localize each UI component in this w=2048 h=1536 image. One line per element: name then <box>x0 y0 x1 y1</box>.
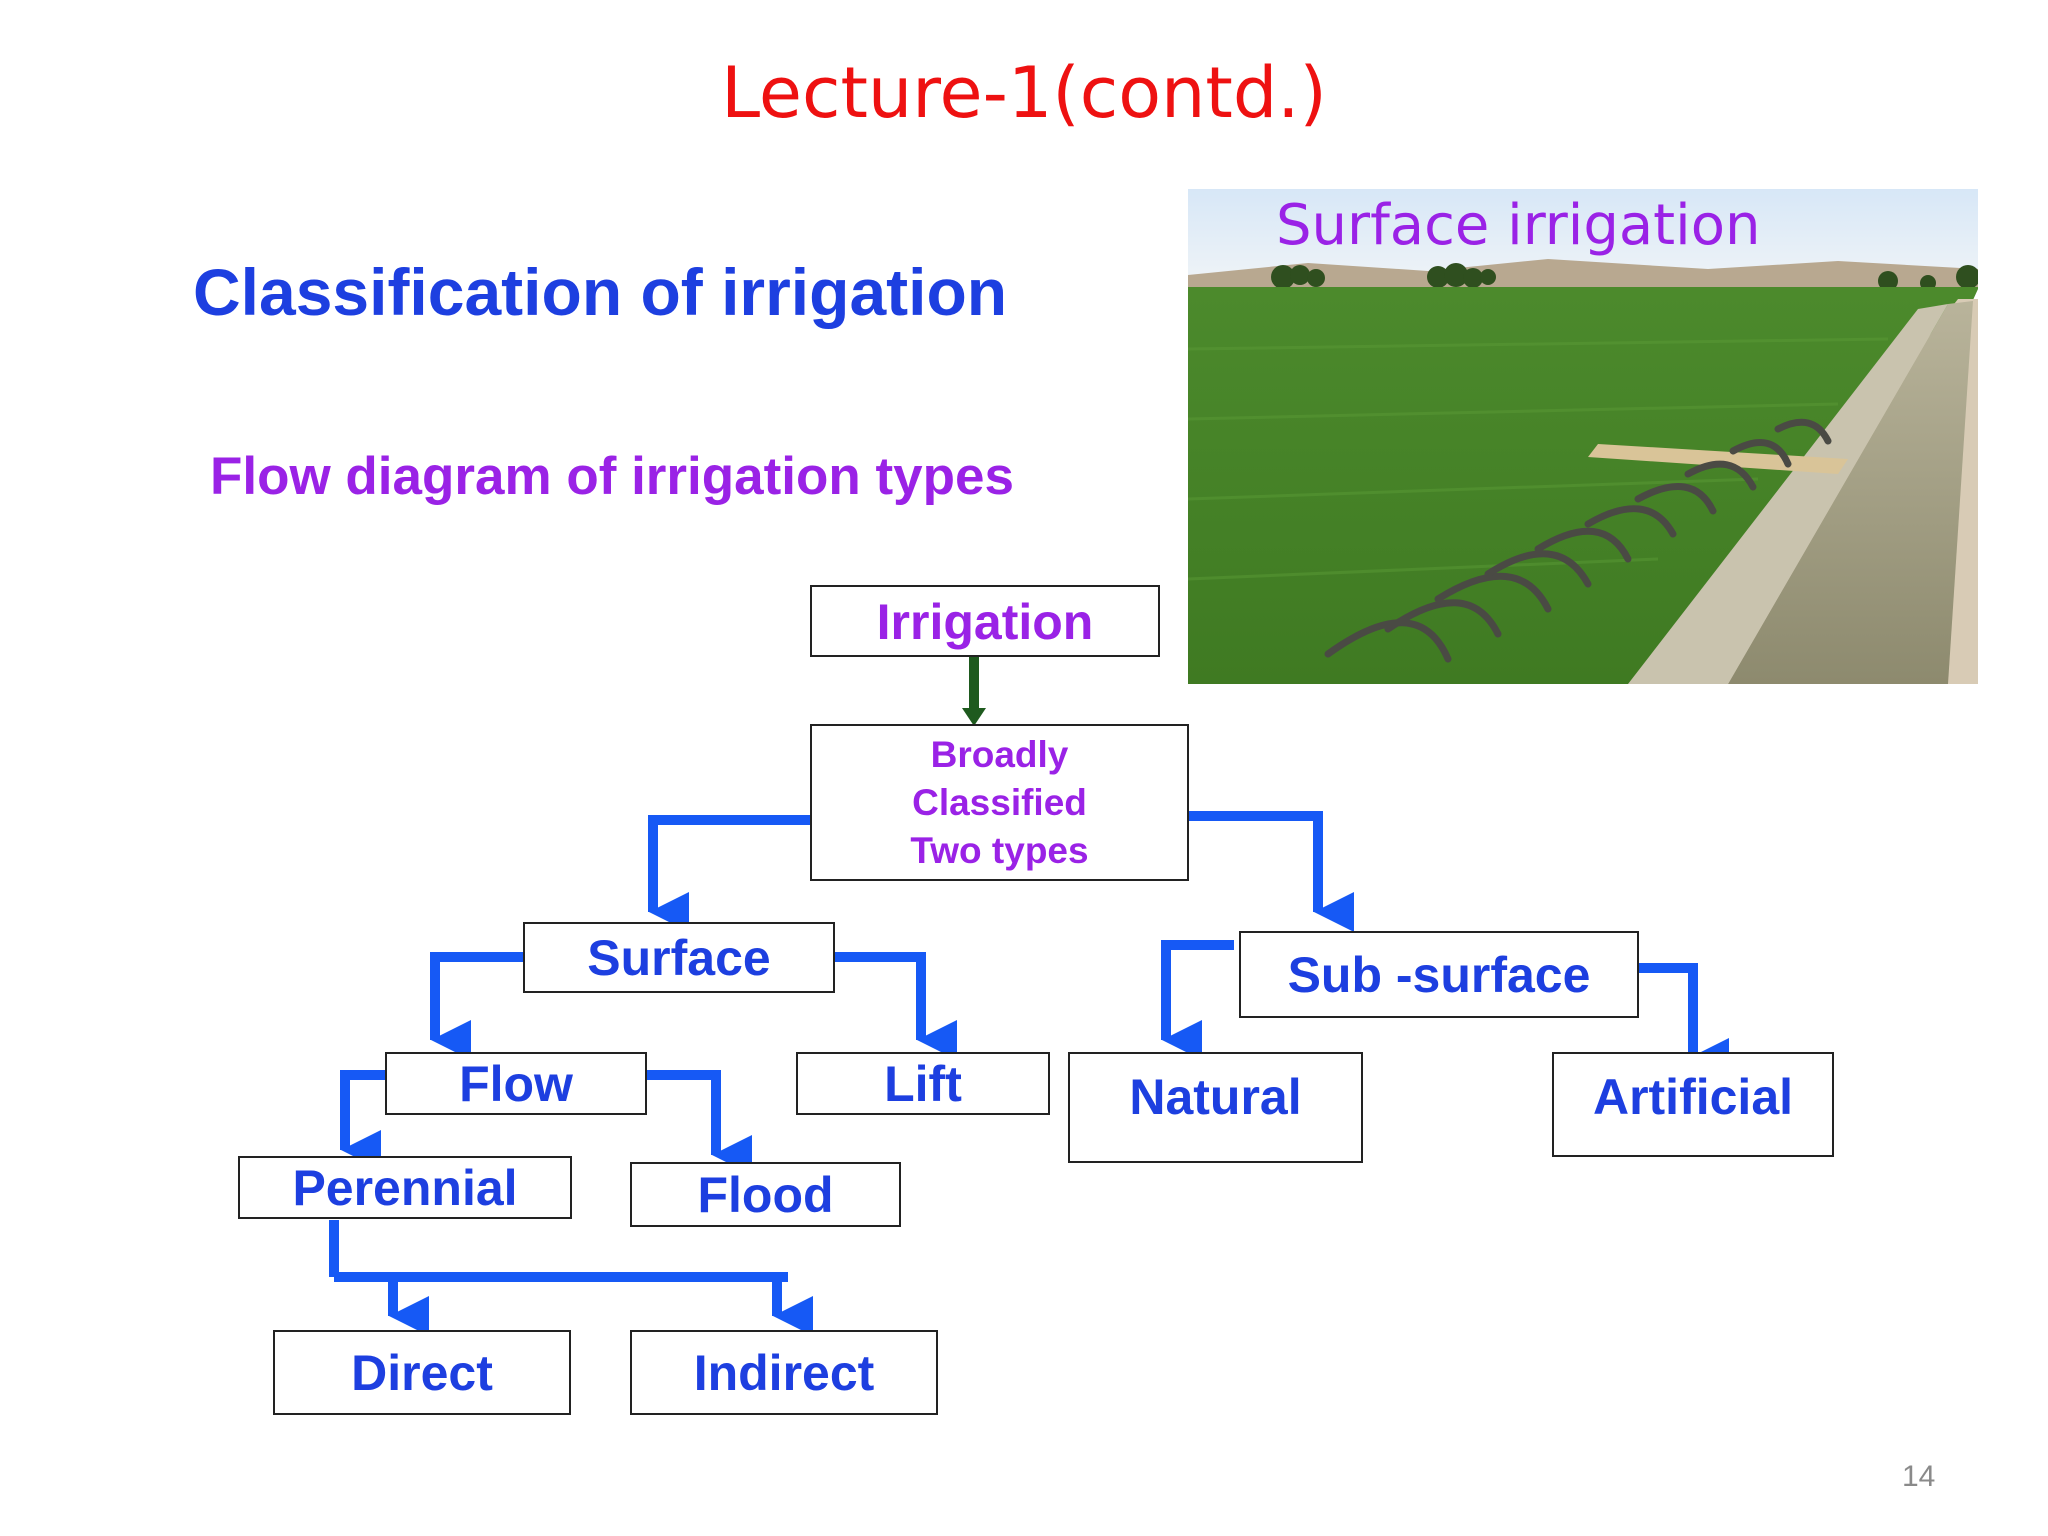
node-broadly-line3: Two types <box>910 829 1089 871</box>
node-lift: Lift <box>796 1052 1050 1115</box>
node-broadly-line1: Broadly <box>930 733 1069 775</box>
node-lift-label: Lift <box>884 1055 962 1112</box>
node-perennial: Perennial <box>238 1156 572 1219</box>
slide-title: Lecture-1(contd.) <box>721 52 1327 134</box>
node-surface: Surface <box>523 922 835 993</box>
node-direct: Direct <box>273 1330 571 1415</box>
connector-flow-perennial <box>340 1070 385 1170</box>
surface-irrigation-photo: Surface irrigation <box>1188 189 1978 684</box>
heading: Classification of irrigation <box>193 255 1008 329</box>
connector-surface-lift <box>831 952 957 1060</box>
node-artificial: Artificial <box>1552 1052 1834 1157</box>
connector-surface-flow <box>430 952 523 1060</box>
node-direct-label: Direct <box>351 1344 493 1401</box>
node-irrigation-label: Irrigation <box>876 594 1094 650</box>
node-irrigation: Irrigation <box>810 585 1160 657</box>
node-flood: Flood <box>630 1162 901 1227</box>
node-flow-label: Flow <box>459 1055 573 1112</box>
node-flow: Flow <box>385 1052 647 1115</box>
node-surface-label: Surface <box>587 929 771 986</box>
node-broadly-classified: Broadly Classified Two types <box>810 724 1189 881</box>
node-flood-label: Flood <box>697 1166 834 1223</box>
connector-subsurface-natural <box>1161 940 1234 1060</box>
arrowhead-irrigation-broadly <box>962 708 986 726</box>
node-sub-surface: Sub -surface <box>1239 931 1639 1018</box>
node-indirect-label: Indirect <box>693 1344 875 1401</box>
field-canal-illustration <box>1188 189 1978 684</box>
page-number: 14 <box>1902 1460 1936 1493</box>
node-indirect: Indirect <box>630 1330 938 1415</box>
connector-flow-flood <box>643 1070 752 1175</box>
node-perennial-label: Perennial <box>292 1159 518 1216</box>
connector-subsurface-artificial <box>1631 963 1729 1078</box>
subheading: Flow diagram of irrigation types <box>210 447 1014 506</box>
node-natural: Natural <box>1068 1052 1363 1163</box>
node-artificial-label: Artificial <box>1592 1069 1794 1125</box>
node-broadly-line2: Classified <box>912 781 1087 823</box>
connector-broadly-surface <box>648 815 810 932</box>
connector-broadly-subsurface <box>1183 811 1354 932</box>
photo-caption: Surface irrigation <box>1276 193 1761 258</box>
node-sub-surface-label: Sub -surface <box>1287 946 1591 1003</box>
node-natural-label: Natural <box>1129 1069 1302 1125</box>
